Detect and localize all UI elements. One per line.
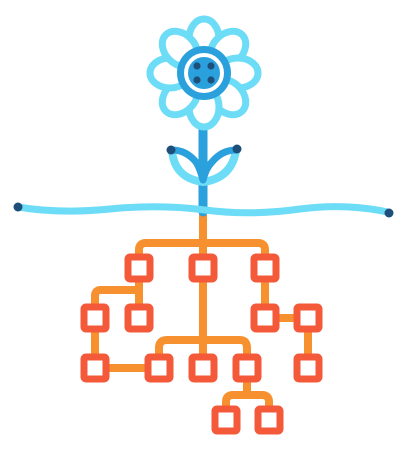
root-node <box>211 405 241 435</box>
leaf-cup-inner <box>168 146 240 184</box>
root-node <box>250 253 280 283</box>
seed-dot <box>193 76 201 84</box>
root-lower-branch <box>222 364 251 424</box>
flower-center-ring <box>184 53 224 93</box>
leaf-left-dot <box>166 145 176 155</box>
root-node <box>80 303 110 333</box>
root-node <box>124 253 154 283</box>
ground-left-end <box>13 202 23 212</box>
root-node <box>250 303 280 333</box>
root-bottom-bar <box>155 336 251 372</box>
root-lower-branch-right <box>243 391 273 424</box>
root-node <box>144 353 174 383</box>
root-nodes <box>80 253 323 435</box>
flower-seeds <box>193 62 215 84</box>
root-node <box>188 253 218 283</box>
root-node <box>232 353 262 383</box>
ground-right-end <box>384 208 394 218</box>
root-left-branch <box>91 264 143 322</box>
root-node <box>80 353 110 383</box>
ground-line <box>14 203 392 217</box>
root-right-down <box>261 264 312 372</box>
leaf-right-dot <box>232 144 242 154</box>
root-node <box>188 353 218 383</box>
root-node <box>124 303 154 333</box>
root-node <box>254 405 284 435</box>
seed-dot <box>207 76 215 84</box>
root-node <box>293 353 323 383</box>
root-top-bar <box>135 239 269 272</box>
root-node <box>293 303 323 333</box>
seed-dot <box>193 62 201 70</box>
seed-dot <box>207 62 215 70</box>
